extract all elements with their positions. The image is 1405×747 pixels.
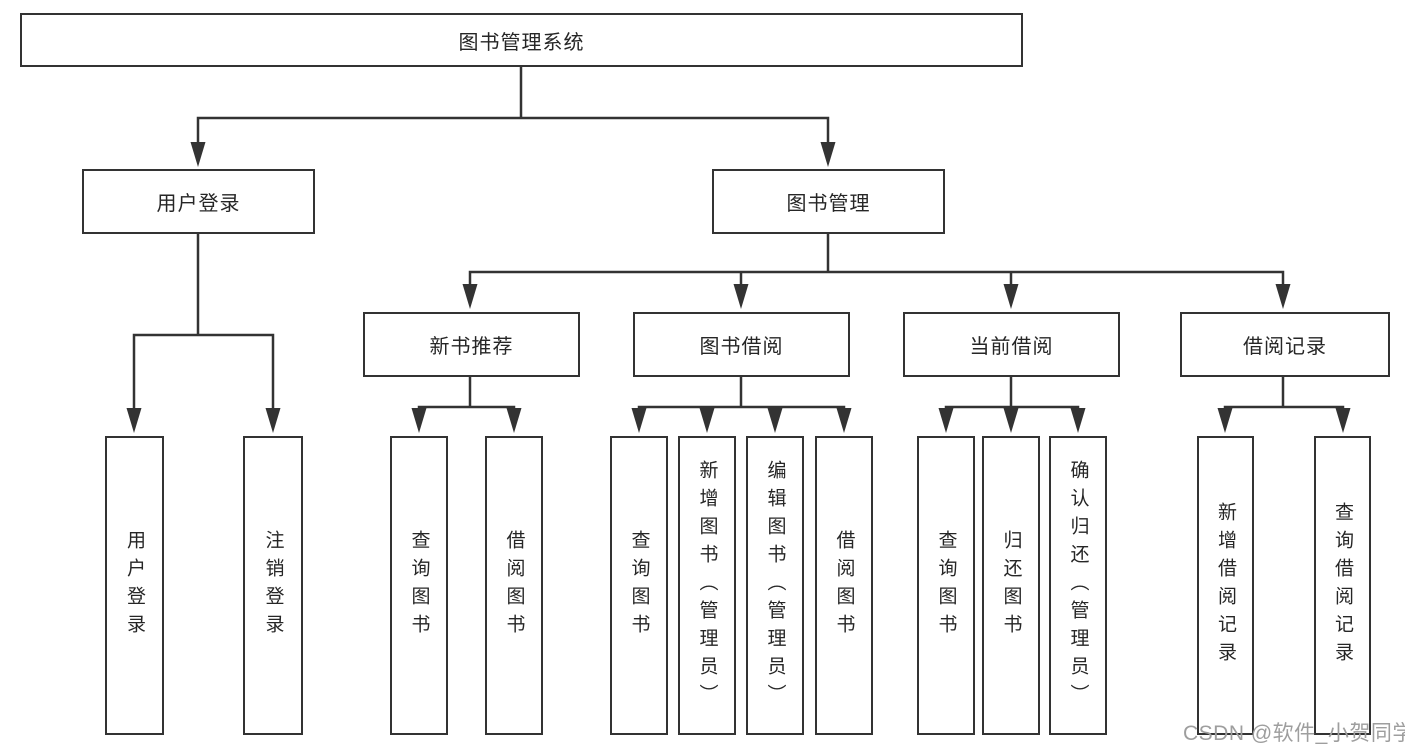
node-root-label: 图书管理系统: [458, 31, 585, 54]
connector-borrowing-records-branch: [1223, 405, 1345, 413]
leaf-current-query-books: 查询图书: [917, 436, 975, 735]
leaf-current-return-books-label: 归还图书: [1000, 529, 1022, 642]
leaf-newrec-borrow-books-label: 借阅图书: [503, 529, 525, 642]
arrow-to-current-borrowing: [1003, 284, 1019, 309]
arrow-to-new-book-recommendation: [462, 284, 478, 309]
leaf-records-query-record: 查询借阅记录: [1314, 436, 1371, 735]
leaf-logout-label: 注销登录: [262, 529, 284, 642]
leaf-borrow-add-books-admin: 新增图书（管理员）: [678, 436, 736, 735]
leaf-newrec-query-books-label: 查询图书: [408, 529, 430, 642]
arrow-to-leaf-logout: [265, 408, 281, 433]
leaf-borrow-edit-books-admin-label: 编辑图书（管理员）: [764, 459, 786, 712]
leaf-borrow-query-books: 查询图书: [610, 436, 668, 735]
csdn-watermark: CSDN @软件_小贺同学: [1183, 722, 1405, 745]
node-new-book-recommendation-label: 新书推荐: [429, 336, 514, 358]
leaf-borrow-borrow-books-label: 借阅图书: [833, 529, 855, 642]
leaf-current-confirm-return-admin-label: 确认归还（管理员）: [1067, 459, 1089, 712]
leaf-user-login-label: 用户登录: [124, 529, 145, 642]
node-book-management: 图书管理: [712, 169, 945, 234]
connector-root-branch: [196, 116, 830, 147]
leaf-borrow-edit-books-admin: 编辑图书（管理员）: [746, 436, 804, 735]
arrow-to-book-management: [820, 142, 836, 167]
connector-book-borrowing-branch: [637, 405, 846, 413]
node-current-borrowing-label: 当前借阅: [969, 336, 1054, 358]
node-book-management-label: 图书管理: [786, 193, 871, 215]
leaf-current-query-books-label: 查询图书: [935, 529, 957, 642]
leaf-borrow-add-books-admin-label: 新增图书（管理员）: [696, 459, 718, 712]
node-borrowing-records: 借阅记录: [1180, 312, 1390, 377]
arrow-to-leaf-user-login: [126, 408, 142, 433]
leaf-logout: 注销登录: [243, 436, 303, 735]
leaf-user-login: 用户登录: [105, 436, 164, 735]
leaf-borrow-borrow-books: 借阅图书: [815, 436, 873, 735]
connector-new-book-rec-branch: [417, 405, 516, 413]
leaf-current-confirm-return-admin: 确认归还（管理员）: [1049, 436, 1107, 735]
leaf-records-add-record: 新增借阅记录: [1197, 436, 1254, 735]
arrow-to-book-borrowing: [733, 284, 749, 309]
node-book-borrowing-label: 图书借阅: [699, 336, 784, 358]
node-book-borrowing: 图书借阅: [633, 312, 850, 377]
leaf-records-add-record-label: 新增借阅记录: [1215, 501, 1236, 670]
node-current-borrowing: 当前借阅: [903, 312, 1120, 377]
node-borrowing-records-label: 借阅记录: [1243, 336, 1327, 358]
connector-user-login-branch: [132, 333, 275, 413]
connector-current-borrowing-branch: [944, 405, 1080, 413]
arrow-to-borrowing-records: [1275, 284, 1291, 309]
arrow-to-user-login: [190, 142, 206, 167]
node-new-book-recommendation: 新书推荐: [363, 312, 580, 377]
leaf-newrec-query-books: 查询图书: [390, 436, 448, 735]
connector-book-management-branch: [468, 270, 1285, 289]
leaf-records-query-record-label: 查询借阅记录: [1332, 501, 1353, 670]
node-user-login-label: 用户登录: [156, 193, 241, 215]
leaf-newrec-borrow-books: 借阅图书: [485, 436, 543, 735]
node-root: 图书管理系统: [20, 13, 1023, 67]
leaf-borrow-query-books-label: 查询图书: [628, 529, 650, 642]
leaf-current-return-books: 归还图书: [982, 436, 1040, 735]
node-user-login: 用户登录: [82, 169, 315, 234]
